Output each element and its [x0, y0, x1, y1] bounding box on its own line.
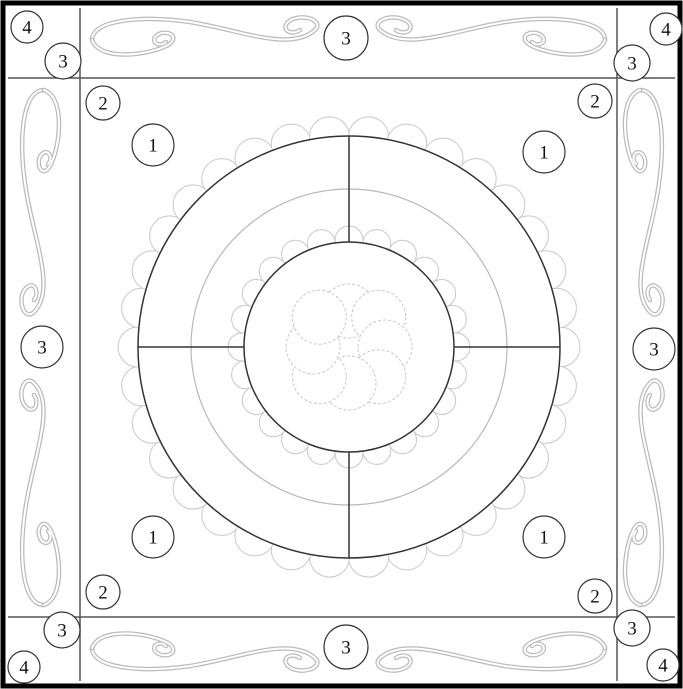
svg-text:4: 4	[22, 18, 32, 39]
svg-text:2: 2	[590, 587, 600, 608]
svg-text:2: 2	[98, 94, 108, 115]
label-border-right: 3	[633, 328, 675, 370]
label-corner-edge-tl: 2	[86, 86, 120, 120]
label-border-corner-bl: 3	[44, 612, 80, 648]
svg-text:3: 3	[57, 621, 67, 642]
label-border-corner-tr: 3	[614, 45, 650, 81]
label-outer-corner-tr: 4	[650, 13, 682, 45]
svg-text:3: 3	[58, 52, 68, 73]
label-corner-edge-br: 2	[578, 579, 612, 613]
label-outer-corner-br: 4	[647, 649, 679, 681]
svg-text:1: 1	[539, 528, 549, 549]
svg-text:1: 1	[148, 136, 158, 157]
label-border-corner-tl: 3	[45, 43, 81, 79]
label-inner-corner-tl: 1	[132, 124, 174, 166]
svg-text:2: 2	[590, 92, 600, 113]
svg-text:3: 3	[627, 619, 637, 640]
svg-text:3: 3	[649, 340, 659, 361]
svg-text:3: 3	[37, 338, 47, 359]
svg-text:4: 4	[19, 658, 29, 679]
inner-medallion-circle	[244, 242, 454, 452]
label-outer-corner-bl: 4	[8, 651, 40, 683]
svg-text:3: 3	[341, 29, 351, 50]
label-outer-corner-tl: 4	[11, 11, 43, 43]
label-border-left: 3	[21, 326, 63, 368]
label-inner-corner-bl: 1	[132, 516, 174, 558]
label-inner-corner-br: 1	[523, 516, 565, 558]
label-border-top: 3	[324, 16, 368, 60]
label-border-bottom: 3	[324, 625, 368, 669]
svg-text:4: 4	[658, 656, 668, 677]
label-corner-edge-tr: 2	[578, 84, 612, 118]
svg-text:1: 1	[539, 143, 549, 164]
svg-text:2: 2	[98, 583, 108, 604]
label-inner-corner-tr: 1	[523, 131, 565, 173]
label-border-corner-br: 3	[614, 610, 650, 646]
svg-text:3: 3	[627, 54, 637, 75]
label-corner-edge-bl: 2	[86, 575, 120, 609]
svg-text:4: 4	[661, 20, 671, 41]
svg-text:3: 3	[341, 638, 351, 659]
svg-text:1: 1	[148, 528, 158, 549]
center-petal	[292, 290, 346, 344]
